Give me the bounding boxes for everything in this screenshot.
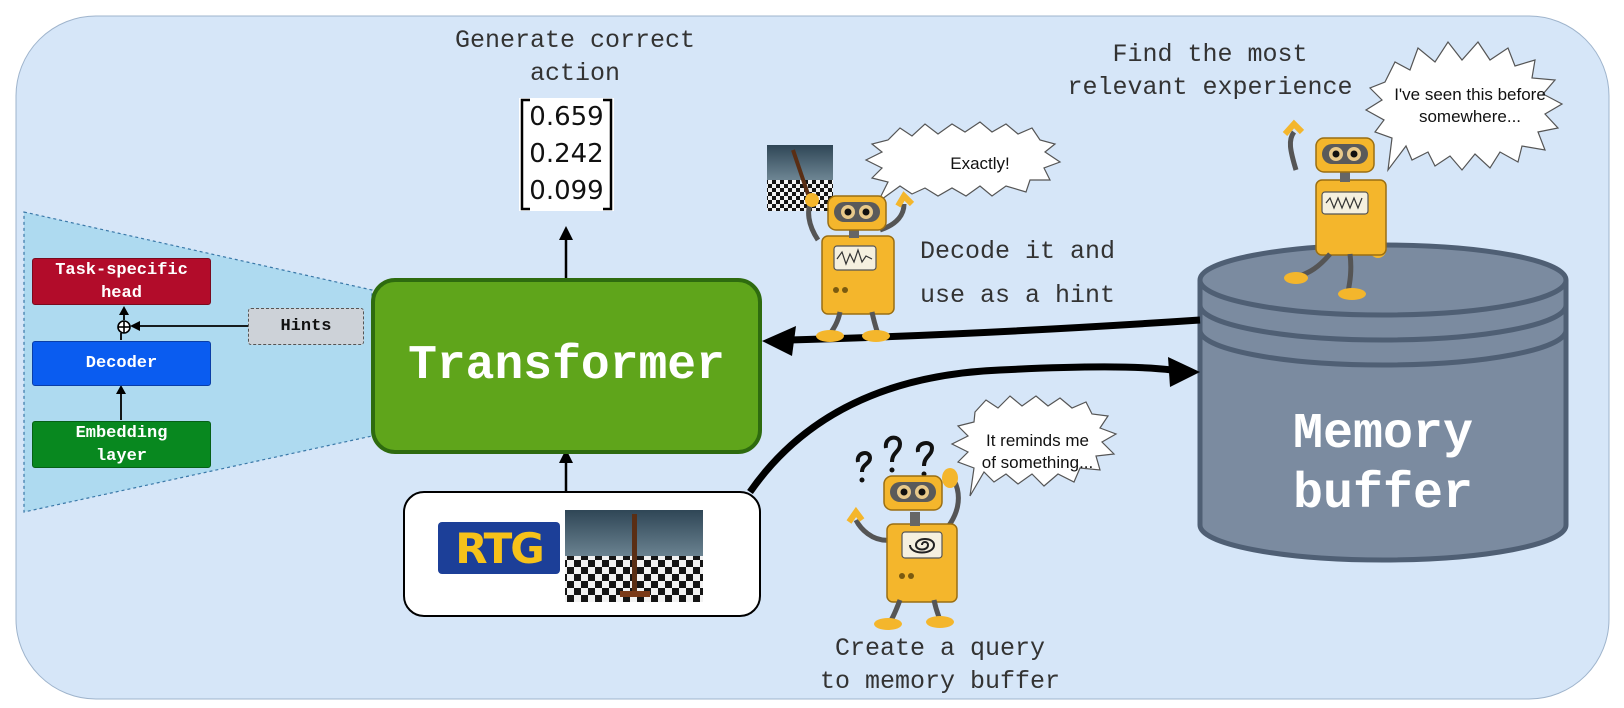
spiral-icon bbox=[909, 538, 936, 554]
embedding-label-line2: layer bbox=[95, 446, 147, 466]
rtg-logo: RTG bbox=[438, 522, 560, 574]
robot-icon bbox=[805, 191, 915, 342]
robot-icon bbox=[1282, 119, 1387, 300]
question-mark-icon bbox=[883, 435, 903, 463]
decoder-label: Decoder bbox=[85, 354, 158, 373]
hints-label: Hints bbox=[280, 317, 332, 336]
generate-action-label: Generate correct action bbox=[454, 26, 696, 88]
action-vector: 0.659 0.242 0.099 bbox=[522, 99, 611, 210]
task-specific-head-block: Task-specific head bbox=[32, 258, 211, 305]
action-value: 0.242 bbox=[529, 139, 604, 169]
task-head-label-line1: Task-specific bbox=[55, 260, 188, 280]
speech-bubble-icon bbox=[864, 121, 1062, 203]
transformer-label: Transformer bbox=[408, 339, 725, 393]
memory-buffer-label-box: Memory buffer bbox=[1200, 400, 1566, 530]
memory-buffer-label-line1: Memory bbox=[1292, 406, 1474, 463]
speech-bubble-icon bbox=[950, 395, 1118, 497]
bubble-seen-before-text: I've seen this before somewhere... bbox=[1394, 85, 1546, 126]
action-vector-bg bbox=[519, 98, 614, 211]
action-value: 0.659 bbox=[529, 102, 604, 132]
transformer-block bbox=[371, 278, 762, 454]
find-experience-label: Find the most relevant experience bbox=[1067, 40, 1353, 102]
embedding-layer-block: Embedding layer bbox=[32, 421, 211, 468]
bubble-exactly-text: Exactly! bbox=[950, 154, 1010, 173]
task-head-label-line2: head bbox=[101, 283, 142, 303]
question-mark-icon bbox=[915, 441, 935, 467]
question-mark-icon bbox=[855, 451, 873, 473]
memory-buffer-cylinder bbox=[1197, 280, 1569, 563]
action-value: 0.099 bbox=[529, 176, 604, 206]
memory-to-transformer-arrow bbox=[789, 316, 1201, 344]
decoder-block: Decoder bbox=[32, 341, 211, 386]
robot-icon bbox=[846, 435, 961, 630]
create-query-label: Create a query to memory buffer bbox=[819, 634, 1061, 696]
hints-block: Hints bbox=[248, 308, 364, 345]
transformer-label-box: Transformer bbox=[373, 280, 760, 452]
speech-bubble-icon bbox=[1364, 40, 1564, 173]
embedding-label-line1: Embedding bbox=[75, 423, 168, 443]
decode-hint-label: Decode it and use as a hint bbox=[920, 237, 1116, 310]
query-to-memory-arrow bbox=[747, 363, 1173, 494]
bubble-reminds-me-text: It reminds me of something... bbox=[981, 431, 1094, 472]
memory-buffer-label-line2: buffer bbox=[1292, 466, 1474, 523]
rtg-logo-text: RTG bbox=[455, 523, 545, 573]
